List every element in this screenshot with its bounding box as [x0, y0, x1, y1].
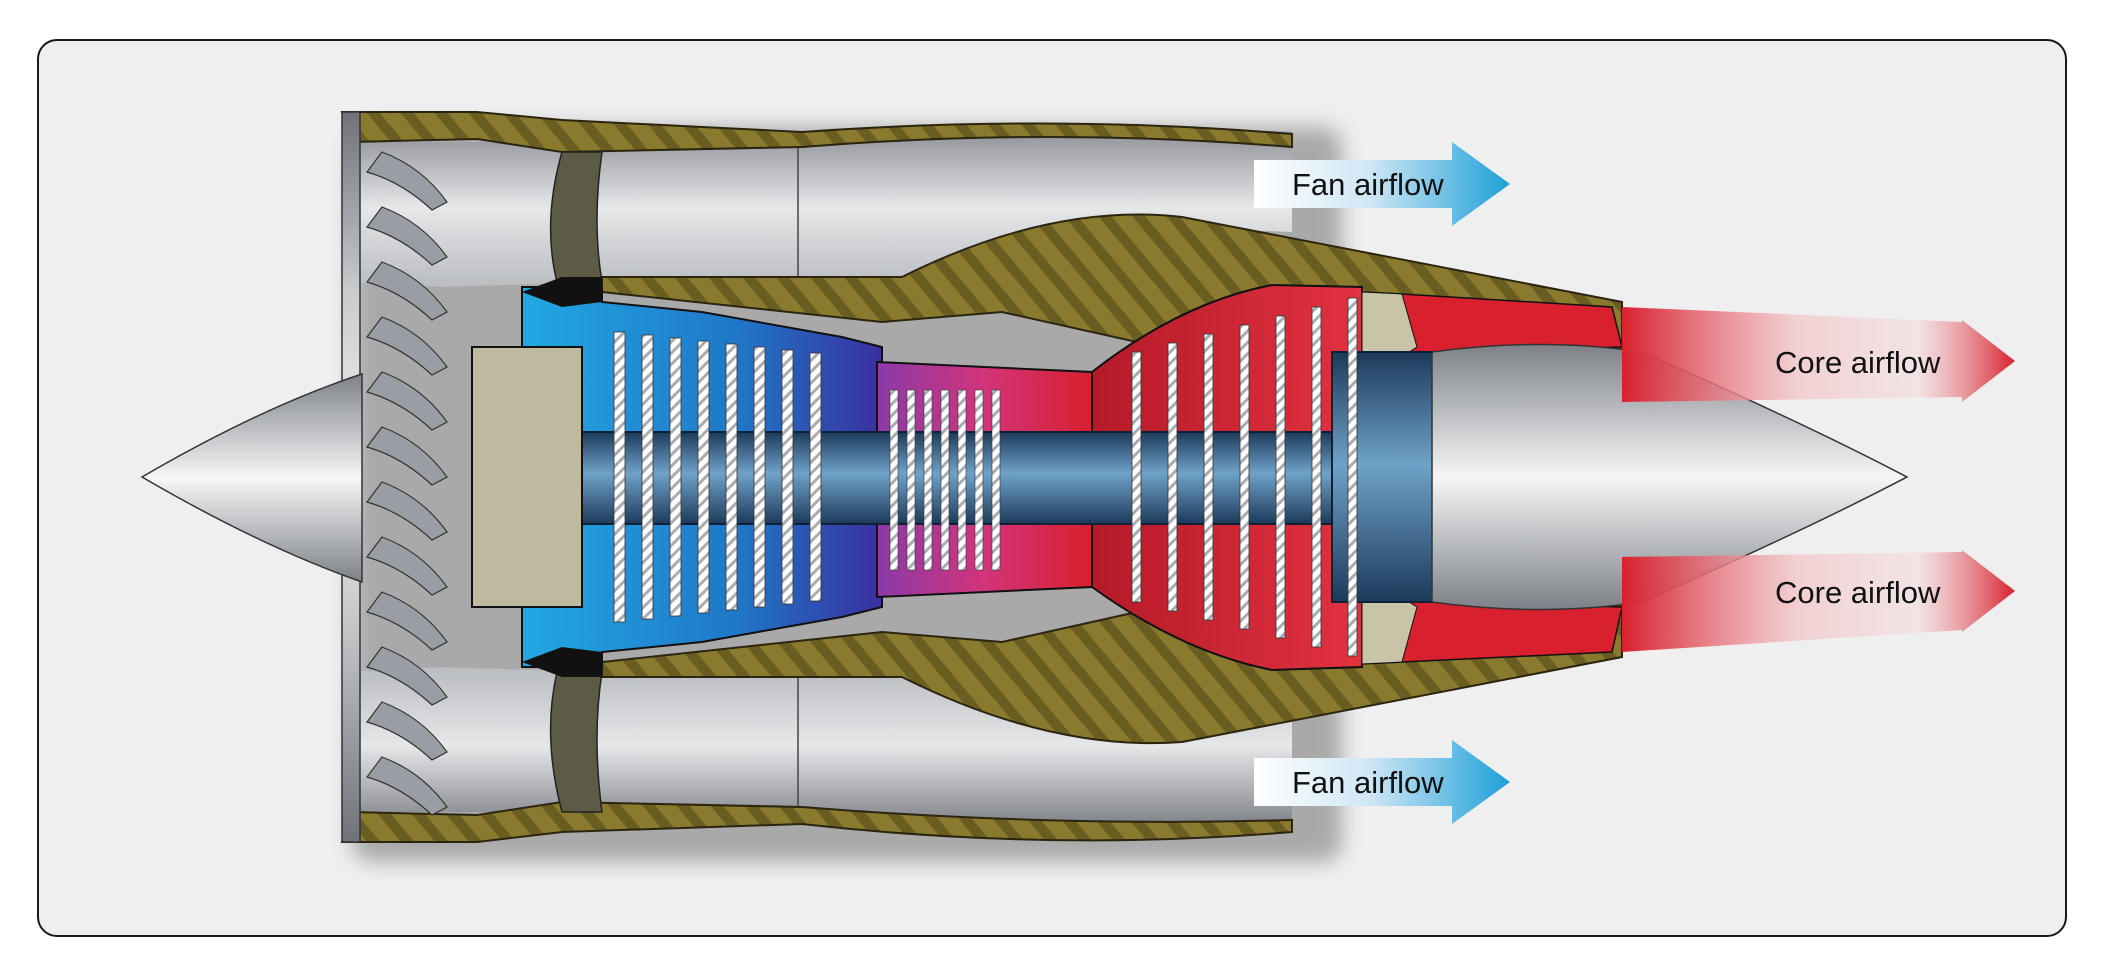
lp-compressor-blade	[669, 337, 682, 617]
lp-compressor-blade	[753, 346, 766, 608]
lp-compressor-blade	[781, 349, 794, 605]
turbofan-cutaway	[140, 111, 2015, 862]
fan-blade	[365, 426, 448, 486]
turbine-blade	[1203, 333, 1214, 621]
fan-stator-top	[549, 151, 603, 283]
core-airflow-arrow-top	[1622, 307, 2015, 402]
fan-blade	[365, 591, 448, 651]
fan-blade	[365, 371, 448, 431]
spinner-cone	[140, 372, 363, 584]
lp-compressor-blade	[725, 343, 738, 611]
lp-compressor-blade	[809, 352, 822, 602]
lp-compressor-blade	[697, 340, 710, 614]
hp-compressor-blades	[889, 389, 1001, 571]
turbine-blade	[1167, 342, 1178, 612]
fan-blade	[365, 481, 448, 541]
exhaust-cone	[1431, 343, 1909, 611]
fan-airflow-arrow-bottom	[1254, 740, 1510, 824]
fan-airflow-arrow-top	[1254, 142, 1510, 226]
hp-compressor-blade	[974, 389, 984, 571]
turbine-blade	[1311, 306, 1322, 648]
fan-airflow-label-bottom: Fan airflow	[1292, 765, 1444, 800]
fan-blades	[365, 151, 448, 816]
fan-blade	[365, 261, 448, 321]
core-airflow-label-top: Core airflow	[1775, 345, 1941, 380]
fan-airflow-label-top: Fan airflow	[1292, 167, 1444, 202]
hp-compressor-blade	[906, 389, 916, 571]
hp-compressor-blade	[923, 389, 933, 571]
nacelle-casing-top	[340, 111, 1293, 154]
fan-stator-bottom	[549, 671, 603, 813]
turbine-blade	[1275, 315, 1286, 639]
core-airflow-arrow-bottom	[1622, 550, 2015, 652]
fan-hub	[471, 346, 583, 608]
hp-compressor-blade	[957, 389, 967, 571]
fan-blade	[365, 316, 448, 376]
lp-compressor-blades	[613, 331, 822, 623]
fan-blade	[365, 536, 448, 596]
fan-blade	[365, 701, 448, 761]
hp-compressor-blade	[991, 389, 1001, 571]
hp-compressor-blade	[889, 389, 899, 571]
turbine-blade	[1131, 351, 1142, 603]
diagram-frame: Fan airflow Fan airflow Core airflow Cor…	[37, 39, 2067, 937]
hp-compressor-blade	[940, 389, 950, 571]
fan-blade	[365, 151, 448, 211]
fan-blade	[365, 646, 448, 706]
turbine-blades	[1131, 297, 1358, 657]
turbine-blade	[1347, 297, 1358, 657]
fan-blade	[365, 756, 448, 816]
turbine-blade	[1239, 324, 1250, 630]
main-shaft	[471, 431, 1433, 525]
lp-compressor-blade	[613, 331, 626, 623]
core-airflow-label-bottom: Core airflow	[1775, 575, 1941, 610]
lp-compressor-blade	[641, 334, 654, 620]
fan-blade	[365, 206, 448, 266]
